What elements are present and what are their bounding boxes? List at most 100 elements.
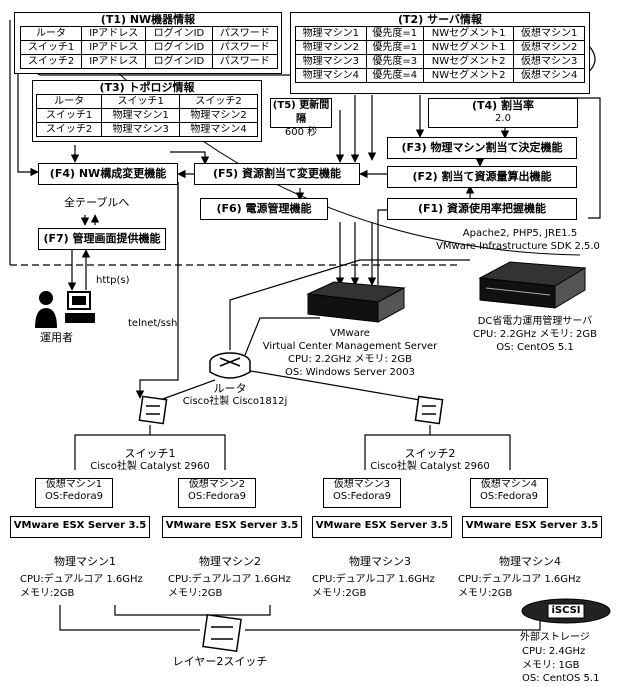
table-t2-title: (T2) サーバ情報 xyxy=(291,13,589,27)
func-f1: (F1) 資源使用率把握機能 xyxy=(387,198,577,220)
t3-cell: 物理マシン2 xyxy=(180,109,258,123)
vm-3-os: OS:Fedora9 xyxy=(324,491,400,503)
pm-4-name: 物理マシン4 xyxy=(460,556,600,568)
t2-cell: 優先度=1 xyxy=(366,27,423,41)
t2-cell: 物理マシン2 xyxy=(296,41,367,55)
pm-2-mem: メモリ:2GB xyxy=(168,588,222,600)
t3-cell: 物理マシン1 xyxy=(102,109,180,123)
t2-cell: 物理マシン4 xyxy=(296,69,367,83)
t3-cell: スイッチ1 xyxy=(102,95,180,109)
storage-line-4: OS: CentOS 5.1 xyxy=(522,673,599,685)
storage-line-2: CPU: 2.4GHz xyxy=(522,646,585,658)
t2-cell: 物理マシン1 xyxy=(296,27,367,41)
table-t4-title: (T4) 割当率 xyxy=(429,99,577,113)
switch2-label-1: スイッチ2 xyxy=(360,448,500,460)
l2switch-icon xyxy=(200,612,244,654)
switch1-label-1: スイッチ1 xyxy=(80,448,220,460)
storage-line-3: メモリ: 1GB xyxy=(522,660,580,672)
table-t4-value: 2.0 xyxy=(429,113,577,125)
pm-1-cpu: CPU:デュアルコア 1.6GHz xyxy=(20,574,143,586)
mgmt-server-spec-1: CPU: 2.2GHz メモリ: 2GB xyxy=(455,329,615,341)
t1-cell: ルータ xyxy=(21,27,82,41)
vm-1: 仮想マシン1 OS:Fedora9 xyxy=(35,478,113,508)
switch1-label-2: Cisco社製 Catalyst 2960 xyxy=(70,461,230,473)
t2-cell: 仮想マシン2 xyxy=(514,41,585,55)
vm-2-os: OS:Fedora9 xyxy=(179,491,255,503)
mgmt-server-spec-2: OS: CentOS 5.1 xyxy=(455,342,615,354)
vm-3: 仮想マシン3 OS:Fedora9 xyxy=(323,478,401,508)
vm-1-name: 仮想マシン1 xyxy=(36,479,112,491)
storage-line-1: 外部ストレージ xyxy=(520,632,590,644)
l2switch-label: レイヤー2スイッチ xyxy=(165,656,275,668)
func-f4: (F4) NW構成変更機能 xyxy=(38,163,178,185)
t2-cell: 優先度=1 xyxy=(366,41,423,55)
func-f3: (F3) 物理マシン割当て決定機能 xyxy=(387,137,577,159)
vm-3-name: 仮想マシン3 xyxy=(324,479,400,491)
t2-cell: 優先度=3 xyxy=(366,55,423,69)
mgmt-server-icon xyxy=(470,258,590,314)
table-t1-title: (T1) NW機器情報 xyxy=(15,13,281,27)
t2-cell: NWセグメント1 xyxy=(423,41,514,55)
t2-cell: 仮想マシン1 xyxy=(514,27,585,41)
t2-cell: 優先度=4 xyxy=(366,69,423,83)
pm-1-mem: メモリ:2GB xyxy=(20,588,74,600)
esx-1: VMware ESX Server 3.5 xyxy=(10,516,150,538)
table-t3-title: (T3) トポロジ情報 xyxy=(33,81,261,95)
switch1-icon xyxy=(138,395,168,425)
table-t5-value: 600 秒 xyxy=(271,127,331,139)
t3-cell: スイッチ2 xyxy=(180,95,258,109)
t1-cell: IPアドレス xyxy=(82,27,146,41)
func-f6: (F6) 電源管理機能 xyxy=(200,198,328,220)
operator-user-icon xyxy=(32,286,102,332)
mgmt-software-line-2: VMware Infrastructure SDK 2.5.0 xyxy=(418,241,618,253)
t1-cell: パスワード xyxy=(212,41,277,55)
pm-1-name: 物理マシン1 xyxy=(15,556,155,568)
switch2-label-2: Cisco社製 Catalyst 2960 xyxy=(350,461,510,473)
vm-4-name: 仮想マシン4 xyxy=(471,479,547,491)
switch2-icon xyxy=(414,395,444,425)
t1-cell: スイッチ2 xyxy=(21,55,82,69)
table-t5: (T5) 更新間隔 600 秒 xyxy=(270,98,332,128)
t2-cell: 仮想マシン4 xyxy=(514,69,585,83)
vc-line-2: Virtual Center Management Server xyxy=(240,341,460,353)
t2-cell: 物理マシン3 xyxy=(296,55,367,69)
vm-4-os: OS:Fedora9 xyxy=(471,491,547,503)
esx-4: VMware ESX Server 3.5 xyxy=(462,516,602,538)
router-icon xyxy=(208,350,252,384)
table-t4: (T4) 割当率 2.0 xyxy=(428,98,578,128)
t1-cell: IPアドレス xyxy=(82,55,146,69)
t1-cell: ログインID xyxy=(146,27,212,41)
t3-cell: 物理マシン4 xyxy=(180,123,258,137)
mgmt-software-line-1: Apache2, PHP5, JRE1.5 xyxy=(430,228,610,240)
esx-3: VMware ESX Server 3.5 xyxy=(312,516,452,538)
func-f7: (F7) 管理画面提供機能 xyxy=(38,228,166,250)
func-f5: (F5) 資源割当て変更機能 xyxy=(194,163,360,185)
t3-cell: スイッチ1 xyxy=(37,109,102,123)
vm-2: 仮想マシン2 OS:Fedora9 xyxy=(178,478,256,508)
label-all-tables: 全テーブルへ xyxy=(64,197,129,209)
router-label-2: Cisco社製 Cisco1812j xyxy=(170,396,300,408)
mgmt-server-name: DC省電力運用管理サーバ xyxy=(455,316,615,328)
vc-line-1: VMware xyxy=(240,328,460,340)
vm-4: 仮想マシン4 OS:Fedora9 xyxy=(470,478,548,508)
pm-4-cpu: CPU:デュアルコア 1.6GHz xyxy=(458,574,581,586)
vc-server-icon xyxy=(300,278,410,326)
esx-2: VMware ESX Server 3.5 xyxy=(162,516,302,538)
storage-badge: iSCSI xyxy=(548,605,584,617)
t1-cell: パスワード xyxy=(212,55,277,69)
t1-cell: スイッチ1 xyxy=(21,41,82,55)
pm-4-mem: メモリ:2GB xyxy=(458,588,512,600)
pm-2-name: 物理マシン2 xyxy=(160,556,300,568)
